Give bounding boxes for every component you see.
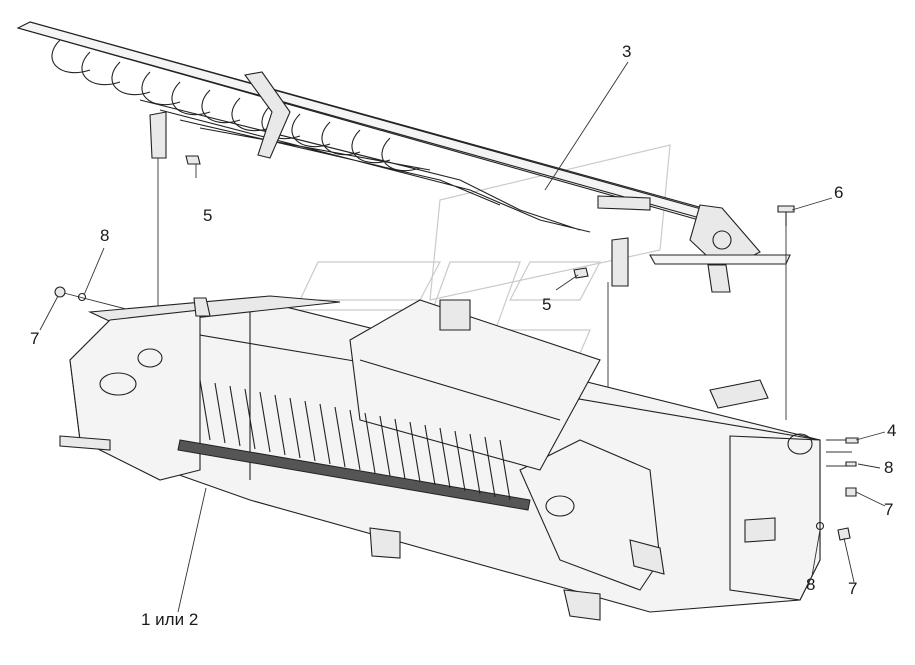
- part-8-washer-right-upper: [845, 461, 857, 467]
- callout-8-right-lower: 8: [806, 575, 816, 594]
- part-7-nut-right-upper: [845, 487, 857, 497]
- callout-8-left: 8: [100, 226, 110, 245]
- part-7-nut-left: [54, 286, 66, 298]
- part-7-nut-right-lower: [837, 527, 851, 541]
- part-8-washer-right-lower: [815, 521, 825, 531]
- callout-4: 4: [887, 421, 897, 440]
- callout-1-or-2: 1 или 2: [141, 610, 199, 629]
- callout-3: 3: [622, 42, 632, 61]
- callout-7-left: 7: [30, 329, 40, 348]
- callout-5-right: 5: [542, 295, 552, 314]
- callout-6: 6: [834, 183, 844, 202]
- callout-5-left: 5: [203, 206, 213, 225]
- part-4-washer: [845, 437, 859, 444]
- part-3-reel-bar: [16, 21, 791, 293]
- part-8-washer-left: [77, 292, 87, 302]
- part-5-pin-left: [185, 155, 201, 165]
- part-1-or-2-header-body: [59, 295, 821, 621]
- cutterbar-fingers: [177, 379, 531, 511]
- callout-8-right-upper: 8: [884, 458, 894, 477]
- callout-7-right-lower: 7: [848, 579, 858, 598]
- leader-lines: [39, 61, 886, 613]
- callout-7-right-upper: 7: [884, 500, 894, 519]
- part-6-bolt: [777, 205, 795, 226]
